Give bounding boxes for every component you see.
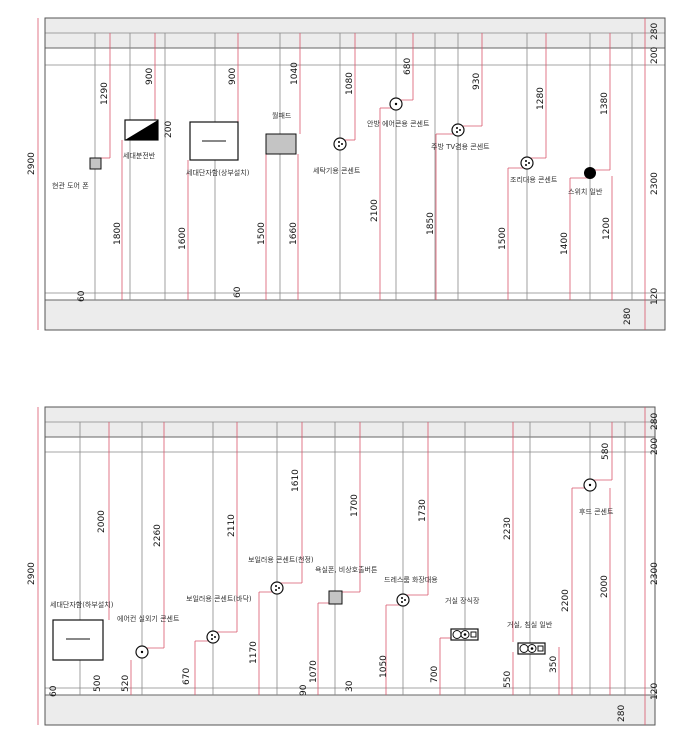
svg-text:120: 120: [650, 288, 660, 305]
svg-text:2300: 2300: [650, 172, 660, 195]
svg-text:60: 60: [77, 290, 87, 302]
svg-text:350: 350: [549, 656, 559, 673]
svg-text:1280: 1280: [536, 87, 546, 110]
outlet-icon: [520, 156, 534, 170]
svg-text:200: 200: [650, 47, 660, 64]
switch-icon: [584, 167, 596, 179]
floor-band: [44, 694, 656, 726]
svg-text:1290: 1290: [100, 82, 110, 105]
svg-text:1500: 1500: [498, 227, 508, 250]
outlet-switch-combo-icon: [450, 628, 479, 641]
label-wallpad: 월패드: [272, 111, 292, 120]
svg-text:520: 520: [121, 675, 131, 692]
label-dressroom-outlet: 드레스룸 화장대용: [384, 575, 438, 584]
elevation-top: 현관 도어 폰 세대분전반 세대단자함(상부설치) 월패드 세탁기용 콘센트 안…: [27, 17, 666, 331]
distribution-panel-fill: [125, 120, 158, 140]
svg-text:2200: 2200: [561, 589, 571, 612]
svg-text:1050: 1050: [379, 655, 389, 678]
svg-text:1660: 1660: [289, 222, 299, 245]
svg-text:580: 580: [601, 443, 611, 460]
svg-text:90: 90: [299, 684, 309, 696]
bath-phone-icon: [328, 590, 343, 605]
dimension-lines: [37, 407, 646, 725]
label-washer-outlet: 세탁기용 콘센트: [313, 166, 361, 175]
outlet-icon: [333, 137, 347, 151]
svg-text:1080: 1080: [345, 72, 355, 95]
svg-text:2900: 2900: [27, 562, 37, 585]
door-phone-icon: [89, 157, 102, 170]
svg-text:1380: 1380: [600, 92, 610, 115]
svg-text:120: 120: [650, 683, 660, 700]
svg-text:1700: 1700: [350, 494, 360, 517]
svg-text:280: 280: [617, 705, 627, 722]
svg-text:1800: 1800: [113, 222, 123, 245]
svg-text:1070: 1070: [309, 660, 319, 683]
svg-text:30: 30: [345, 680, 355, 692]
svg-text:280: 280: [650, 413, 660, 430]
svg-text:60: 60: [233, 286, 243, 298]
label-boiler-outlet-floor: 보일러용 콘센트(바닥): [186, 594, 252, 603]
svg-text:2000: 2000: [97, 510, 107, 533]
label-door-phone: 현관 도어 폰: [52, 181, 89, 190]
svg-text:1600: 1600: [178, 227, 188, 250]
svg-text:1730: 1730: [418, 499, 428, 522]
outlet-icon: [135, 645, 149, 659]
floor-band: [44, 299, 666, 331]
label-aircon-outdoor-outlet: 에어컨 실외기 콘센트: [117, 614, 180, 623]
svg-text:1170: 1170: [249, 641, 259, 664]
svg-text:550: 550: [503, 671, 513, 688]
label-switch: 스위치 일반: [568, 187, 603, 196]
outlet-icon: [206, 630, 220, 644]
svg-text:2100: 2100: [370, 199, 380, 222]
svg-text:60: 60: [49, 685, 59, 697]
svg-text:200: 200: [164, 121, 174, 138]
svg-text:2300: 2300: [650, 562, 660, 585]
svg-text:1040: 1040: [290, 62, 300, 85]
label-bath-phone: 욕실폰, 비상호출버튼: [315, 565, 378, 574]
grid-lines: [94, 33, 633, 300]
svg-text:2110: 2110: [227, 514, 237, 537]
label-counter-outlet: 조리대용 콘센트: [510, 175, 558, 184]
svg-text:1200: 1200: [602, 217, 612, 240]
outlet-icon: [396, 593, 410, 607]
svg-text:280: 280: [623, 308, 633, 325]
svg-text:2260: 2260: [153, 524, 163, 547]
dimension-labels: 2900 280 200 2300 120 280 1290 900 200 9…: [27, 23, 660, 325]
label-living-cabinet: 거실 장식장: [445, 596, 480, 605]
outlet-icon: [583, 478, 597, 492]
outlet-switch-combo-icon: [517, 642, 546, 655]
label-living-bedroom: 거실, 침실 일반: [507, 620, 553, 629]
label-kitchen-tv-outlet: 주방 TV겸용 콘센트: [431, 142, 490, 151]
wallpad-icon: [265, 133, 297, 155]
svg-text:1500: 1500: [257, 222, 267, 245]
svg-text:930: 930: [472, 73, 482, 90]
label-master-aircon-outlet: 안방 에어콘용 콘센트: [367, 119, 430, 128]
outlet-icon: [451, 123, 465, 137]
svg-text:2230: 2230: [503, 517, 513, 540]
label-terminal-box: 세대단자함(하부설치): [50, 600, 114, 609]
outlet-icon: [389, 97, 403, 111]
elevation-bottom: 세대단자함(하부설치) 에어컨 실외기 콘센트 보일러용 콘센트(바닥) 보일러…: [27, 406, 660, 726]
terminal-box-icon: [52, 619, 104, 661]
label-hood-outlet: 후드 콘센트: [579, 507, 614, 516]
dimension-labels: 2900 280 200 2300 120 280 2000 2260 2110…: [27, 413, 660, 722]
svg-text:900: 900: [228, 68, 238, 85]
svg-text:1400: 1400: [560, 232, 570, 255]
svg-text:700: 700: [430, 666, 440, 683]
label-terminal-box: 세대단자함(상부설치): [186, 168, 250, 177]
svg-text:280: 280: [650, 23, 660, 40]
svg-text:2900: 2900: [27, 152, 37, 175]
svg-text:680: 680: [403, 58, 413, 75]
label-distribution-panel: 세대분전반: [123, 151, 156, 160]
svg-text:200: 200: [650, 438, 660, 455]
svg-text:500: 500: [93, 675, 103, 692]
dimension-lines: [37, 18, 646, 330]
svg-text:670: 670: [182, 668, 192, 685]
label-boiler-outlet-ceiling: 보일러용 콘센트(천정): [248, 555, 314, 564]
svg-text:900: 900: [145, 68, 155, 85]
svg-text:1850: 1850: [426, 212, 436, 235]
outlet-icon: [270, 581, 284, 595]
svg-text:2000: 2000: [600, 575, 610, 598]
svg-text:1610: 1610: [291, 469, 301, 492]
